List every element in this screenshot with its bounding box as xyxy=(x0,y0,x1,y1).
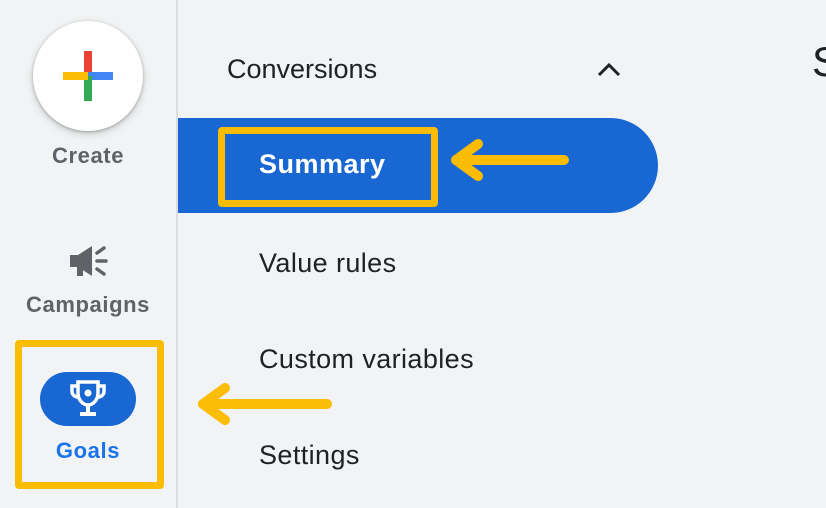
plus-icon xyxy=(63,51,113,101)
conversions-section-header[interactable]: Conversions xyxy=(178,40,648,100)
nav-item-label: Settings xyxy=(259,440,360,470)
goals-label: Goals xyxy=(55,438,121,463)
nav-item-custom-variables[interactable]: Custom variables xyxy=(178,322,648,392)
nav-item-label: Custom variables xyxy=(259,344,474,374)
goals-nav-button[interactable]: Goals xyxy=(15,340,163,488)
nav-item-settings[interactable]: Settings xyxy=(178,418,648,488)
conversions-submenu: Conversions Summary Value rules Custom v… xyxy=(178,0,826,508)
chevron-up-icon xyxy=(597,62,621,77)
conversions-title: Conversions xyxy=(227,54,378,84)
nav-item-label: Summary xyxy=(259,149,386,179)
navigation-rail: Create Campaigns Goals xyxy=(0,0,178,508)
arrow-left-icon xyxy=(198,383,332,425)
goals-active-indicator xyxy=(40,372,136,426)
nav-item-value-rules[interactable]: Value rules xyxy=(178,226,648,296)
create-label: Create xyxy=(51,143,125,168)
megaphone-icon xyxy=(70,246,108,276)
arrow-left-icon xyxy=(451,139,569,181)
nav-item-label: Value rules xyxy=(259,248,397,278)
campaigns-label: Campaigns xyxy=(26,292,150,317)
page-title-fragment: S xyxy=(812,38,826,86)
trophy-icon xyxy=(70,380,106,416)
nav-item-summary[interactable]: Summary xyxy=(178,118,658,213)
campaigns-nav-button[interactable]: Campaigns xyxy=(0,232,176,322)
create-button[interactable] xyxy=(33,21,143,131)
